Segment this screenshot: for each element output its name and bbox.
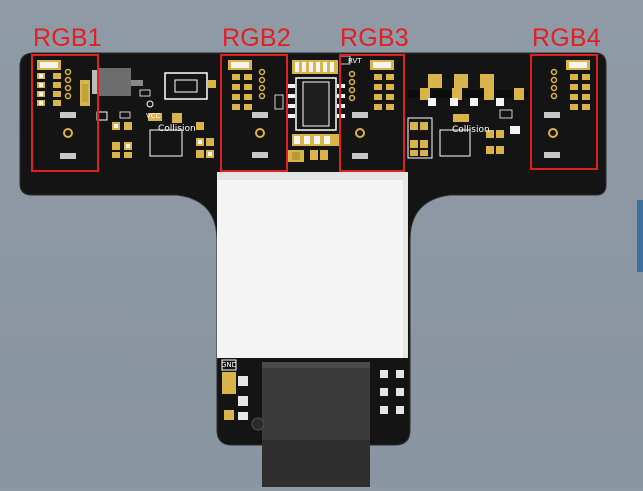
gnd-label: GND [221,361,238,369]
rgb3-header [348,60,394,159]
rgb4-header [544,60,590,158]
rgb3-label: RGB3 [340,24,409,52]
collision-left-module [96,100,214,158]
rgb4-callout-box [530,54,598,170]
rgb4-label: RGB4 [532,24,601,52]
rgb1-label: RGB1 [33,24,102,52]
lower-left-components [221,359,265,431]
center-ic [287,60,345,162]
collision-right-label: Collision [452,125,490,135]
rgb1-callout-box [31,54,99,172]
rgb2-header [228,60,268,158]
rvt-label: RVT [348,57,362,65]
collision-left-label: Collision [158,124,196,134]
vcc-label: VCC [146,112,161,120]
rgb1-header [37,60,76,159]
right-components [407,74,528,159]
side-panel-tab[interactable] [637,200,643,272]
connector-pads [380,370,404,414]
rgb2-callout-box [220,54,288,172]
rgb3-callout-box [339,54,405,172]
white-panel [217,172,408,358]
rgb2-label: RGB2 [222,24,291,52]
